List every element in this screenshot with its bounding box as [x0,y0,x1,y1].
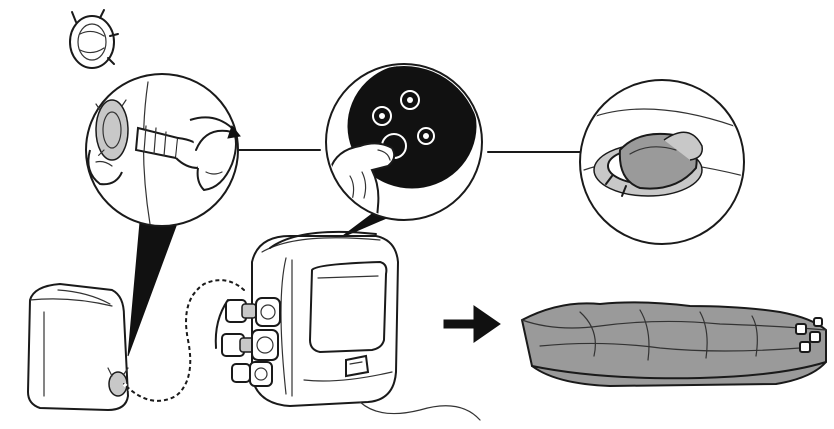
tank-valve [108,371,128,397]
panel-button-top [400,90,420,110]
connector-upper [225,297,281,327]
connector-middle [221,329,279,361]
deflated-mattress [520,301,827,388]
loose-valve-cap [69,9,119,69]
rotate-arrow-icon [227,124,241,139]
connector-lower [231,361,273,387]
arrow-right-icon [443,305,501,343]
air-pump-unit [251,230,481,421]
panel-button-left [372,106,392,126]
detail-circle-hose-connection [85,73,241,227]
pump-connectors [221,297,281,387]
inflatable-tank [26,282,130,412]
detail-circle-valve [579,79,745,245]
detail-circle-control-panel [325,63,483,221]
panel-button-right [417,127,435,145]
deflated-valves [795,317,823,353]
callout-connectors [127,149,583,357]
